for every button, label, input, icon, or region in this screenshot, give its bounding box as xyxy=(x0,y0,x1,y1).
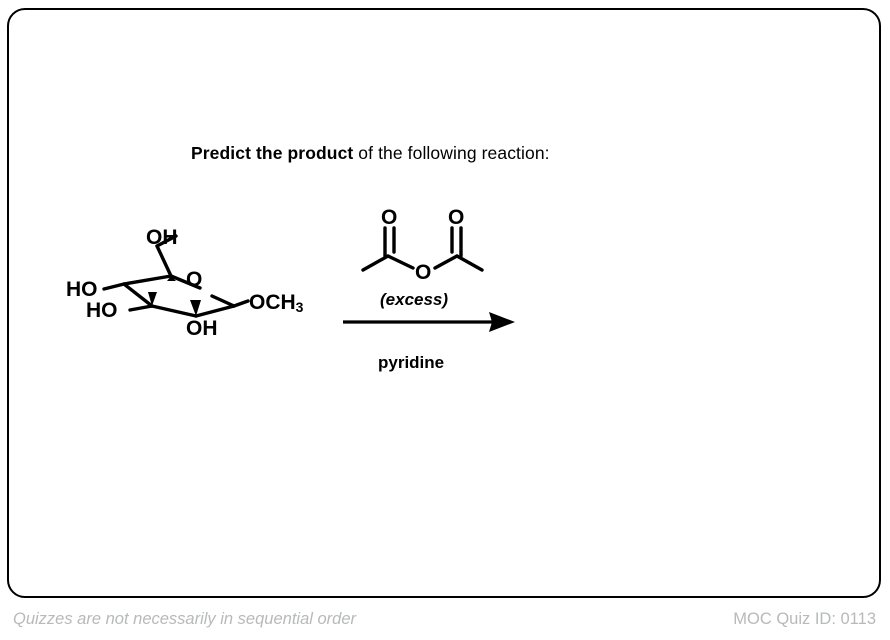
prompt-rest-text: of the following reaction: xyxy=(353,143,550,163)
footer-quiz-id: MOC Quiz ID: 0113 xyxy=(733,610,876,628)
page-title: Predict the product of the following rea… xyxy=(191,143,550,164)
methoxy-subscript: 3 xyxy=(295,299,304,316)
arrow-below-label: pyridine xyxy=(378,353,445,372)
atom-label-anomeric-methoxy: OCH3 xyxy=(249,292,303,314)
methoxy-text: OCH xyxy=(249,291,296,314)
prompt-bold-text: Predict the product xyxy=(191,143,354,163)
atom-label-carbonyl-oxygen-left: O xyxy=(381,206,398,229)
arrow-above-label: (excess) xyxy=(380,290,449,309)
atom-label-bridging-oxygen: O xyxy=(415,261,432,284)
atom-label-c4-hydroxyl: HO xyxy=(66,278,98,301)
atom-label-c3-hydroxyl: HO xyxy=(86,299,118,322)
atom-label-c2-hydroxyl: OH xyxy=(186,317,218,340)
atom-label-ch2oh-hydroxyl: OH xyxy=(146,226,178,249)
footer-note: Quizzes are not necessarily in sequentia… xyxy=(13,610,357,628)
atom-label-ring-oxygen: O xyxy=(186,268,203,291)
atom-label-carbonyl-oxygen-right: O xyxy=(448,206,465,229)
